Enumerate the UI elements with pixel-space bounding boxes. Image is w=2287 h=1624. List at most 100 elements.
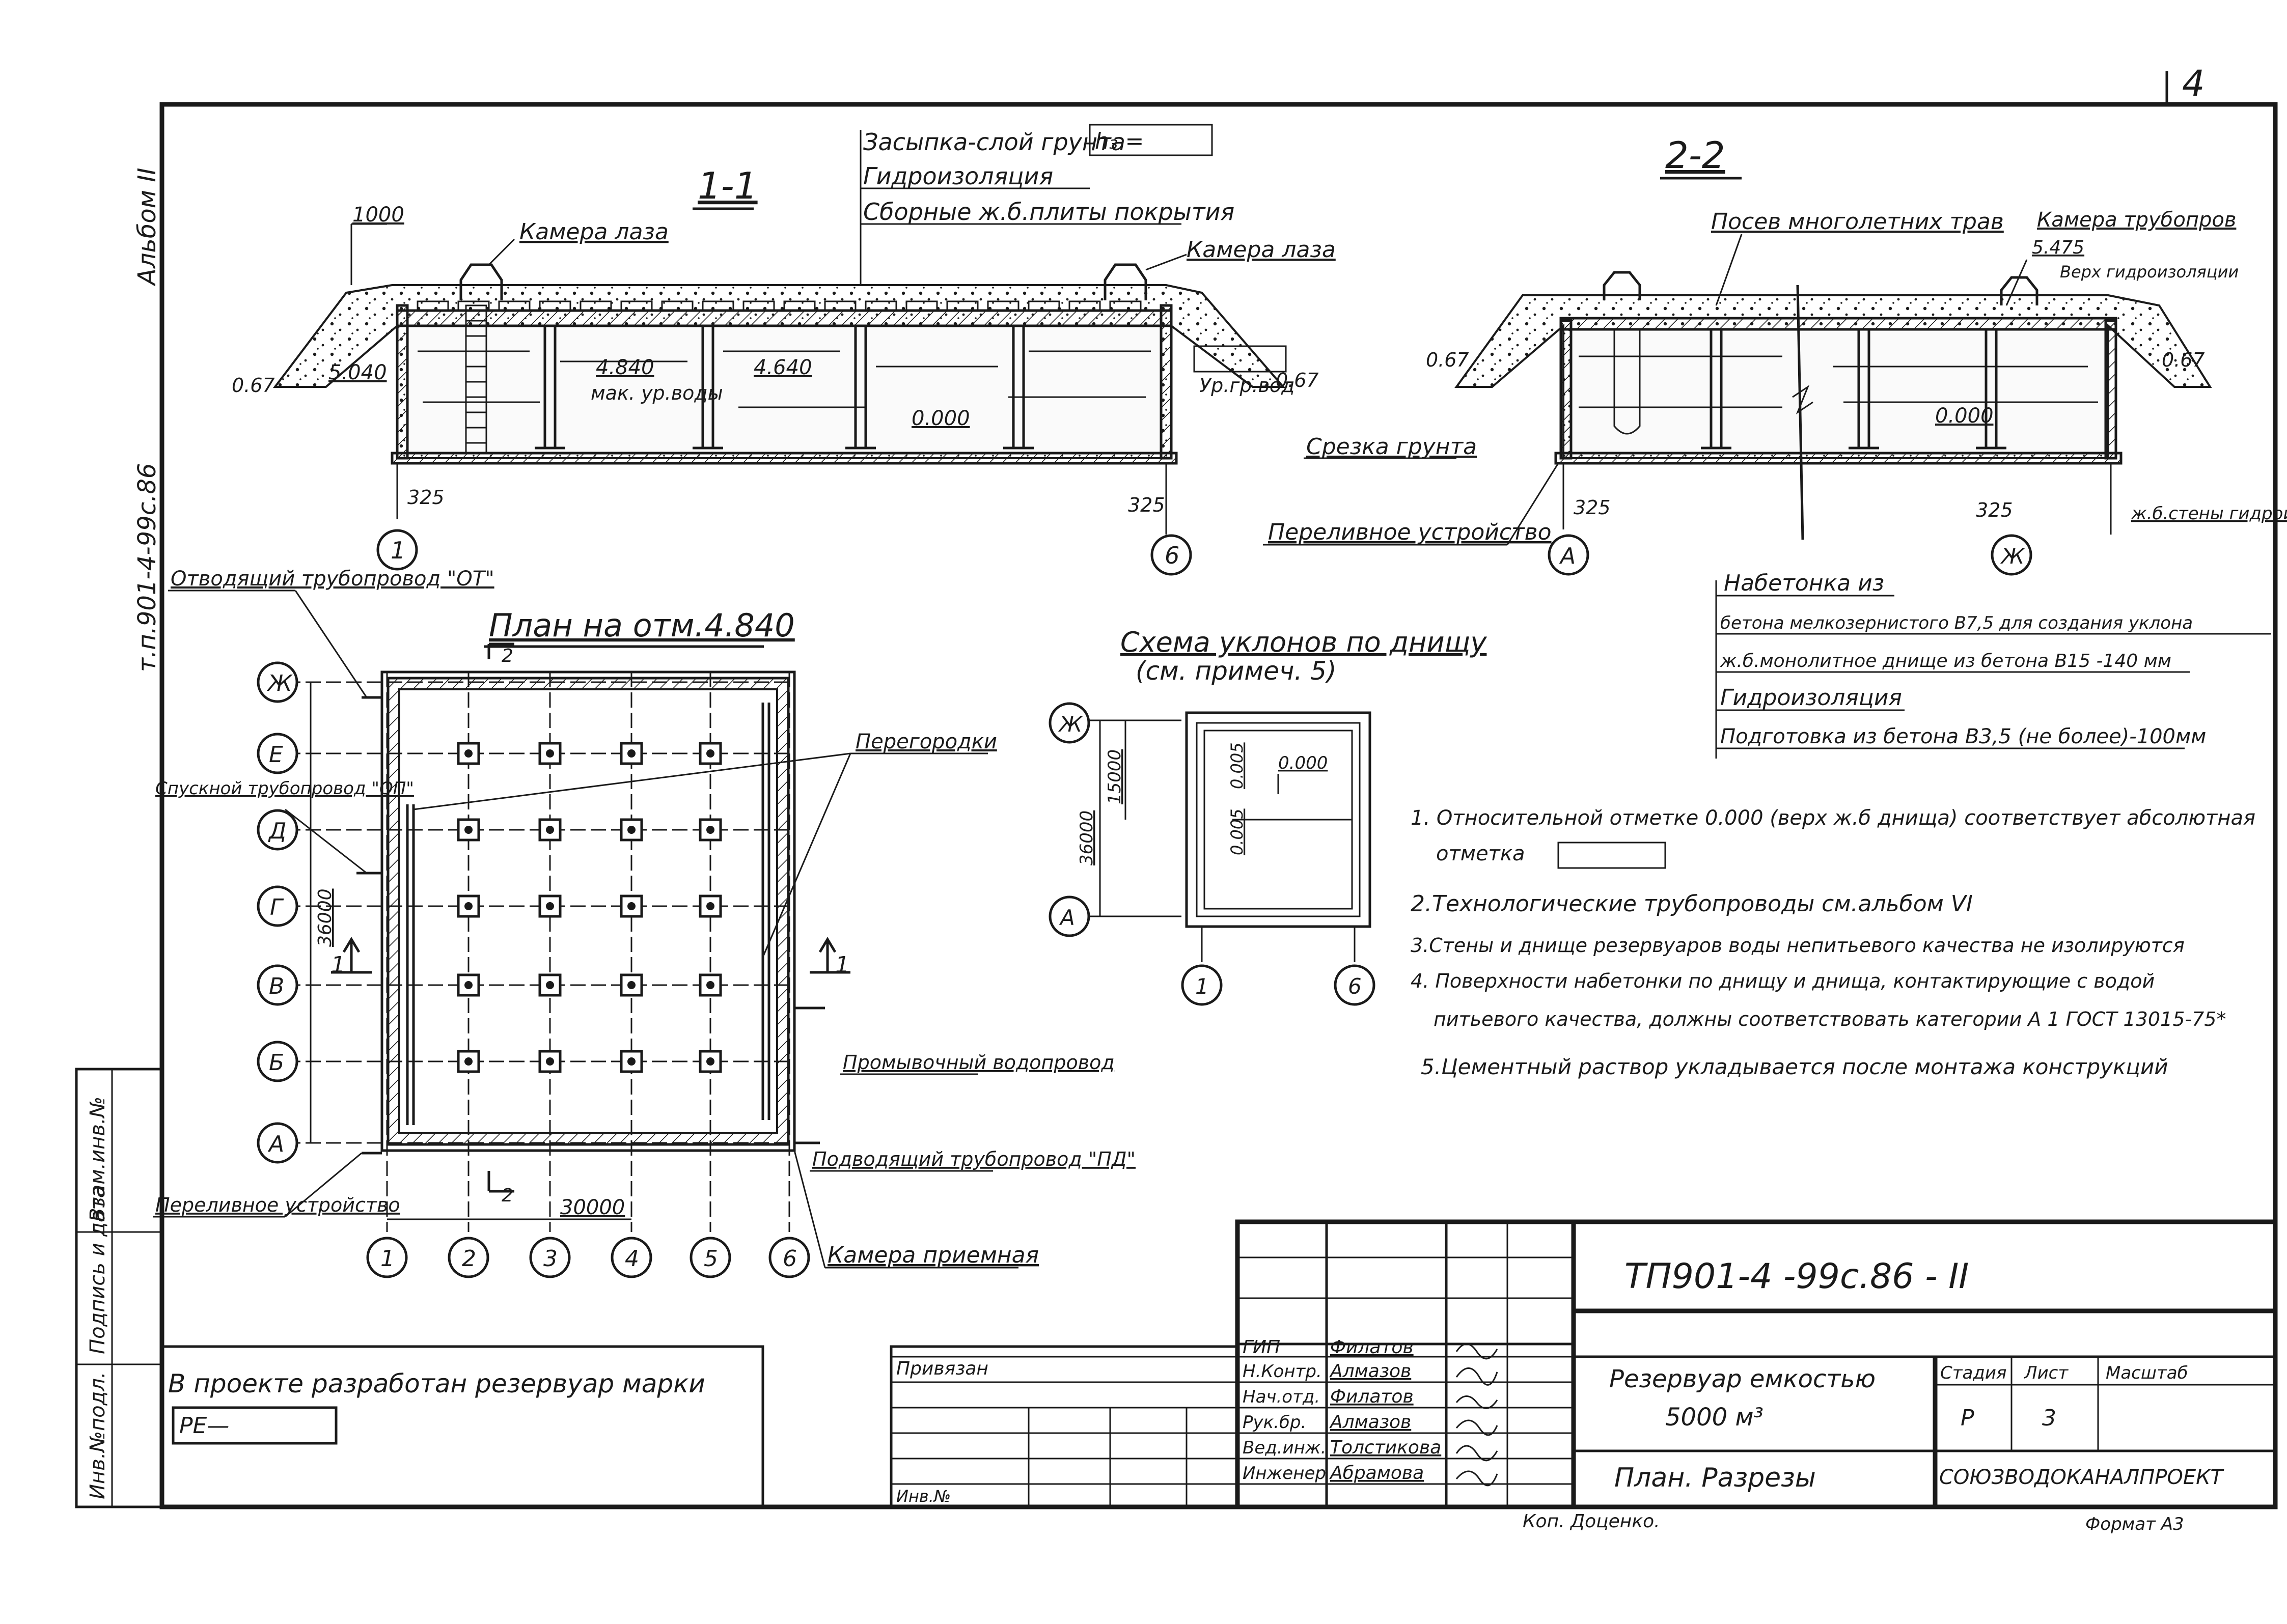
plan-row-zh: Ж bbox=[266, 670, 293, 696]
footer-copy: Коп. Доценко. bbox=[1523, 1511, 1660, 1532]
desc-line-2: 5000 м³ bbox=[1665, 1403, 1764, 1432]
title-block: Привязан Инв.№ ГИП Филатов Н.Контр. Алма… bbox=[890, 1219, 2278, 1509]
footer-format: Формат А3 bbox=[2085, 1514, 2184, 1534]
note-1-cont: отметка bbox=[1436, 842, 1525, 865]
sowing-label: Посев многолетних трав bbox=[1711, 209, 2004, 235]
cut-mark-2-top: 2 bbox=[502, 646, 513, 666]
partitions-label: Перегородки bbox=[856, 730, 997, 753]
privyazan-label: Привязан bbox=[896, 1358, 988, 1379]
desc-line-1: Резервуар емкостью bbox=[1609, 1365, 1876, 1393]
staff-role-2: Нач.отд. bbox=[1243, 1387, 1320, 1407]
plan-col-5: 5 bbox=[704, 1246, 718, 1272]
plan-col-3: 3 bbox=[543, 1246, 558, 1272]
plan-dim-30000: 30000 bbox=[560, 1196, 625, 1219]
layers-legend: Набетонка из бетона мелкозернистого В7,5… bbox=[1715, 570, 2271, 759]
plan-dim-36000: 36000 bbox=[315, 888, 336, 947]
plan-row-e: Е bbox=[269, 742, 283, 768]
backfill-label: Засыпка-слой грунта bbox=[863, 128, 1125, 156]
plan-col-2: 2 bbox=[462, 1246, 476, 1272]
axis-bubble-1 bbox=[376, 529, 418, 571]
plan-col-bubbles bbox=[366, 1237, 810, 1278]
staff-name-4: Толстикова bbox=[1330, 1437, 1441, 1458]
album-label: Альбом II bbox=[133, 167, 161, 287]
stage-label: Стадия bbox=[1940, 1363, 2006, 1383]
slope-left-1: 0.67 bbox=[232, 374, 275, 397]
plan-row-d: Д bbox=[268, 818, 286, 844]
plan-row-v: В bbox=[269, 973, 284, 999]
inlet-label: Подводящий трубопровод "ПД" bbox=[812, 1148, 1136, 1170]
flushing-label: Промывочный водопровод bbox=[843, 1051, 1115, 1074]
slope-left-2: 0.67 bbox=[1426, 349, 1469, 371]
plan-row-g: Г bbox=[270, 894, 284, 920]
dim-4840: 4.840 bbox=[596, 356, 654, 379]
slope-right-2: 0.67 bbox=[2162, 349, 2205, 371]
slabs-label: Сборные ж.б.плиты покрытия bbox=[863, 198, 1234, 226]
signatures bbox=[1455, 1343, 1498, 1487]
organization: СОЮЗВОДОКАНАЛПРОЕКТ bbox=[1939, 1466, 2225, 1489]
hatch-left-label: Камера лаза bbox=[519, 219, 669, 245]
layer-3: Гидроизоляция bbox=[1720, 685, 1902, 711]
slope-col-1: 1 bbox=[1195, 974, 1209, 999]
top-waterproof-label: Верх гидроизоляции bbox=[2060, 262, 2239, 282]
axis-bubble-6 bbox=[1150, 534, 1192, 576]
note-4-cont: питьевого качества, должны соответствова… bbox=[1434, 1008, 2226, 1030]
layer-1: бетона мелкозернистого В7,5 для создания… bbox=[1720, 613, 2193, 633]
project-box: В проекте разработан резервуар марки РЕ— bbox=[160, 1345, 764, 1508]
plan-view: План на отм.4.840 bbox=[153, 567, 1136, 1278]
staff-name-5: Абрамова bbox=[1329, 1463, 1424, 1483]
waterproofing-label: Гидроизоляция bbox=[863, 162, 1053, 190]
axis-a-label-2: А bbox=[1559, 543, 1576, 569]
project-text: В проекте разработан резервуар марки bbox=[168, 1369, 705, 1398]
plan-title: План на отм.4.840 bbox=[489, 607, 795, 644]
axis-zh-label-2: Ж bbox=[2000, 544, 2025, 569]
dim-325-left-2: 325 bbox=[1574, 496, 1611, 519]
staff-role-4: Вед.инж. bbox=[1243, 1438, 1326, 1458]
axis-1-label: 1 bbox=[391, 537, 405, 564]
overflow-label: Переливное устройство bbox=[1268, 519, 1552, 545]
water-level-label: Ур.гр.вод bbox=[1199, 374, 1294, 397]
pipe-chamber-label: Камера трубопров bbox=[2037, 208, 2236, 232]
plan-row-a: А bbox=[267, 1131, 284, 1157]
slope-dim-15000: 15000 bbox=[1105, 749, 1125, 804]
slope-row-zh: Ж bbox=[1058, 712, 1083, 737]
staff-name-0: Филатов bbox=[1330, 1337, 1414, 1358]
section-1-1: 1-1 Засыпка-слой грунта h₃ = Гидроизоляц… bbox=[232, 124, 1477, 576]
plan-col-4: 4 bbox=[625, 1246, 639, 1272]
plan-columns bbox=[457, 742, 722, 1073]
overflow-plan-label: Переливное устройство bbox=[155, 1194, 400, 1216]
plan-col-1: 1 bbox=[380, 1246, 395, 1272]
staff-role-3: Рук.бр. bbox=[1243, 1412, 1306, 1433]
slope-dim-36000: 36000 bbox=[1077, 810, 1097, 865]
scale-label: Масштаб bbox=[2106, 1363, 2188, 1383]
hatch-right-label: Камера лаза bbox=[1187, 237, 1336, 263]
side-stamp: Инв.№подл. Подпись и дата Взам.инв.№ bbox=[75, 1068, 163, 1508]
dim-0000-2: 0.000 bbox=[1935, 404, 1994, 428]
slope-right-1: 0.67 bbox=[1276, 369, 1319, 391]
staff-name-3: Алмазов bbox=[1329, 1412, 1411, 1433]
staff-name-2: Филатов bbox=[1330, 1386, 1414, 1407]
section-1-title: 1-1 bbox=[698, 164, 758, 207]
inv-label: Инв.№ bbox=[896, 1487, 951, 1506]
wall-waterproof-label: ж.б.стены гидроизоляция bbox=[2131, 503, 2287, 524]
plan-col-6: 6 bbox=[783, 1246, 797, 1272]
sheet-number: 4 bbox=[2182, 63, 2205, 104]
dim-325-right: 325 bbox=[1128, 494, 1165, 516]
slope-col-6: 6 bbox=[1348, 974, 1362, 999]
soil-cut-label: Срезка грунта bbox=[1306, 434, 1477, 460]
note-2: 2.Технологические трубопроводы см.альбом… bbox=[1411, 891, 1973, 917]
slope-scheme: Схема уклонов по днищу (см. примеч. 5) 1… bbox=[1049, 626, 1487, 1006]
stamp-signature: Подпись и дата bbox=[86, 1186, 109, 1354]
outlet-label: Отводящий трубопровод "ОТ" bbox=[171, 567, 494, 591]
drain-label: Спускной трубопровод "ОП" bbox=[155, 778, 414, 799]
dim-325-left: 325 bbox=[407, 486, 445, 509]
dim-4640: 4.640 bbox=[754, 356, 812, 379]
cut-mark-1-left: 1 bbox=[331, 952, 345, 978]
section-2-title: 2-2 bbox=[1665, 134, 1725, 177]
note-1: 1. Относительной отметке 0.000 (верх ж.б… bbox=[1411, 806, 2255, 830]
sheet-value: 3 bbox=[2042, 1405, 2056, 1431]
dim-5040: 5.040 bbox=[328, 361, 387, 384]
cut-mark-2-bottom: 2 bbox=[502, 1185, 513, 1206]
plan-row-bubbles bbox=[257, 661, 298, 1164]
layer-2: ж.б.монолитное днище из бетона В15 -140 … bbox=[1720, 651, 2171, 671]
axis-bubble-a-2 bbox=[1548, 534, 1589, 576]
